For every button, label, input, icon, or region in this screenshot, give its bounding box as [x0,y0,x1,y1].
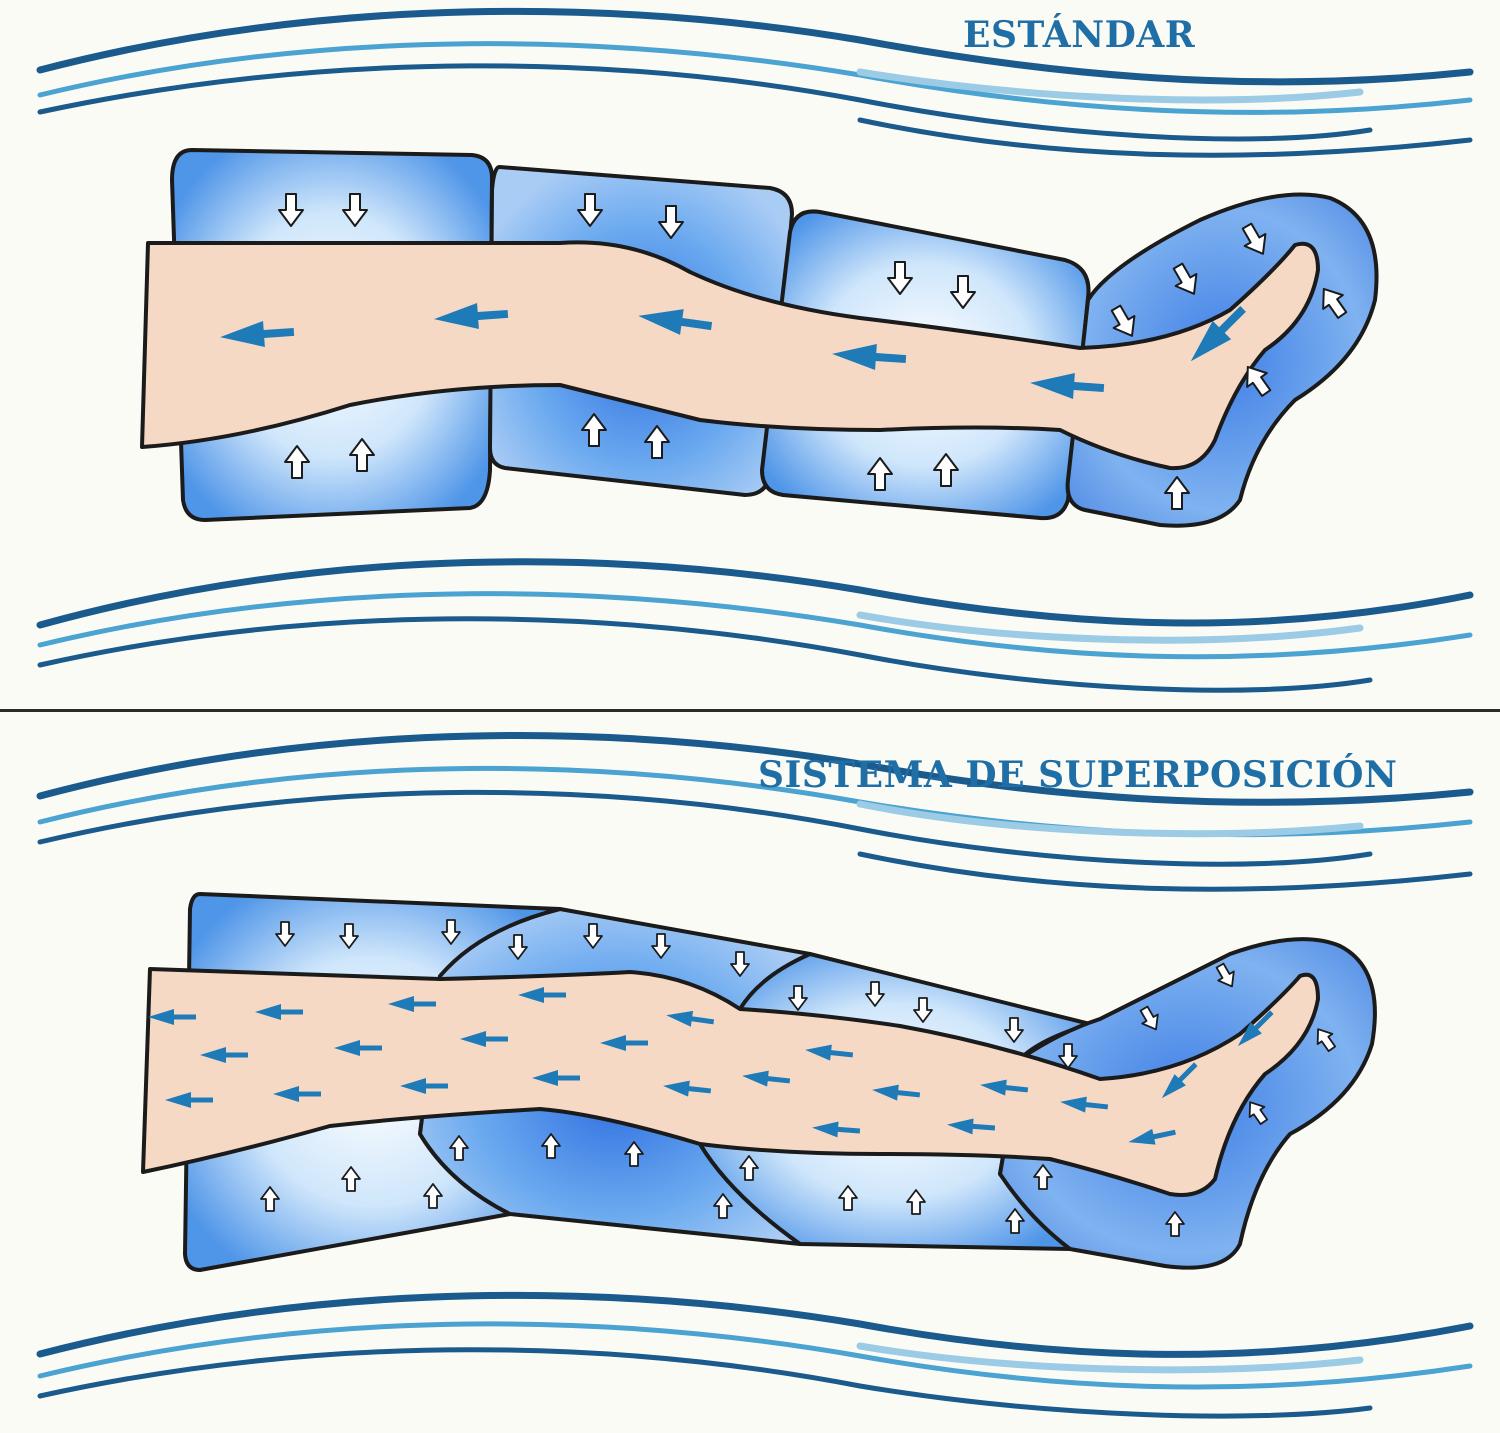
wave-lines-bottom-overlap [36,1291,1474,1419]
panel-divider [0,709,1500,712]
overlap-illustration [36,732,1474,1419]
leg-overlap [141,967,1320,1197]
title-overlap: SISTEMA DE SUPERPOSICIÓN [758,754,1398,796]
panel-overlap: SISTEMA DE SUPERPOSICIÓN [0,714,1500,1433]
wave-lines-top-overlap [36,732,1474,892]
standard-illustration [36,7,1474,693]
title-standard: ESTÁNDAR [963,14,1196,56]
wave-lines-top [36,7,1474,158]
wave-lines-bottom [36,558,1474,693]
leg [140,240,1320,471]
panel-standard: ESTÁNDAR [0,0,1500,708]
